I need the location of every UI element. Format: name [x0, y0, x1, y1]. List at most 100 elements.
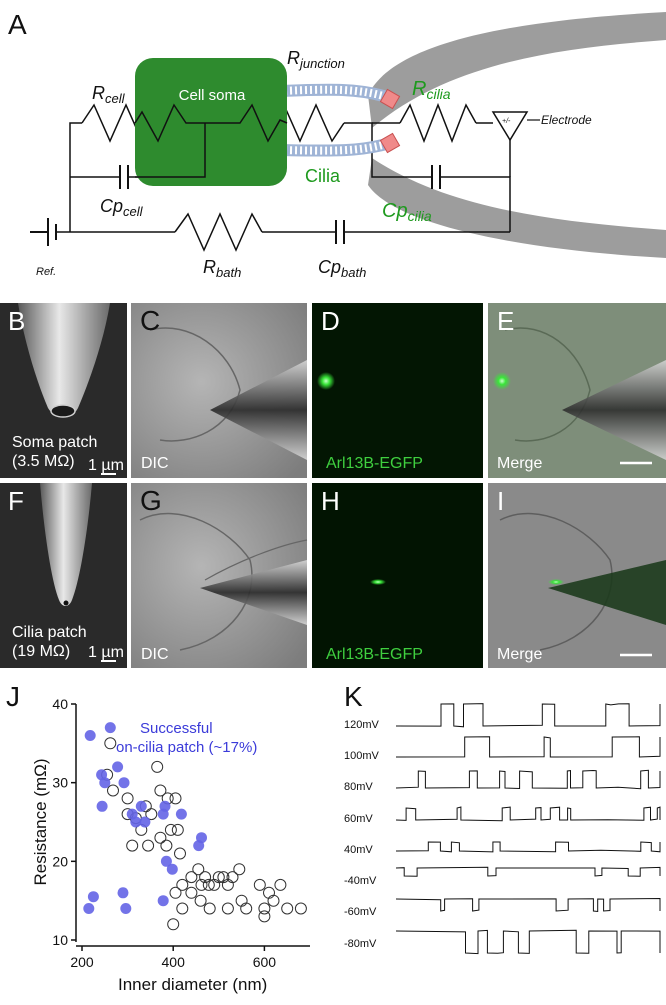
trace-label: 60mV [344, 813, 373, 825]
point-unsuccessful [202, 878, 215, 891]
cp-cilia-label: Cpcilia [382, 200, 432, 224]
r-cilia-label: Rcilia [412, 78, 451, 102]
panel-i: I Merge [488, 483, 666, 668]
trace-label: -60mV [344, 906, 377, 918]
point-success [130, 816, 142, 828]
point-success [135, 800, 147, 812]
point-unsuccessful [194, 894, 207, 907]
point-success [120, 903, 132, 914]
cilia-caption-2: (19 MΩ) [12, 643, 70, 660]
trace-label: -40mV [344, 875, 377, 887]
ref-label: Ref. [36, 266, 56, 278]
point-unsuccessful [142, 839, 155, 852]
amplifier-symbol [491, 111, 529, 142]
point-success [139, 816, 151, 828]
seal-lower [379, 132, 401, 154]
point-unsuccessful [195, 878, 208, 891]
point-unsuccessful [169, 886, 182, 899]
point-unsuccessful [267, 894, 280, 907]
dic-pipette-g [200, 560, 307, 625]
channel-trace [395, 897, 661, 913]
dic-label-g: DIC [141, 646, 169, 663]
cp-bath-label: Cpbath [318, 257, 366, 280]
cilium-fluor-i [548, 579, 564, 585]
point-success [104, 722, 116, 734]
point-success [157, 808, 169, 820]
point-unsuccessful [145, 808, 158, 821]
point-success [87, 891, 99, 903]
scale-label-f: 1 µm [88, 644, 124, 661]
y-tick-label: 10 [52, 932, 68, 948]
cilium-fluor-h [370, 579, 386, 585]
panel-e: E Merge [488, 303, 666, 478]
point-unsuccessful [253, 878, 266, 891]
panel-letter-k: K [344, 681, 363, 712]
dic-label-c: DIC [141, 455, 169, 472]
amp-sign-label: +/- [502, 118, 511, 125]
point-unsuccessful [192, 863, 205, 876]
panel-letter-a: A [8, 9, 27, 40]
point-unsuccessful [104, 737, 117, 750]
x-tick-label: 600 [253, 954, 277, 970]
x-axis-label: Inner diameter (nm) [118, 975, 267, 994]
panel-letter-j: J [6, 681, 20, 712]
pipette-upper [368, 12, 666, 128]
point-unsuccessful [176, 902, 189, 915]
soma-caption-1: Soma patch [12, 434, 97, 451]
channel-trace [395, 841, 661, 853]
point-unsuccessful [235, 894, 248, 907]
point-unsuccessful [185, 886, 198, 899]
y-tick-label: 20 [52, 853, 68, 869]
point-unsuccessful [154, 784, 167, 797]
x-tick-label: 200 [70, 954, 94, 970]
panel-d: D Arl13B-EGFP [312, 303, 483, 478]
point-unsuccessful [151, 760, 164, 773]
panel-b: B Soma patch (3.5 MΩ) 1 µm [0, 303, 127, 478]
point-unsuccessful [263, 886, 275, 899]
point-unsuccessful [160, 839, 173, 852]
point-success [84, 730, 96, 741]
channel-trace [395, 769, 661, 790]
point-unsuccessful [107, 784, 119, 797]
point-unsuccessful [212, 871, 225, 884]
point-unsuccessful [233, 863, 246, 876]
point-success [193, 840, 205, 852]
soma-caption-2: (3.5 MΩ) [12, 453, 75, 470]
scale-label-b: 1 µm [88, 457, 124, 474]
cilia-label: Cilia [305, 166, 341, 186]
electrode-label: Electrode [541, 113, 592, 127]
panel-h: H Arl13B-EGFP [312, 483, 483, 668]
point-unsuccessful [258, 902, 271, 915]
point-unsuccessful [203, 902, 216, 915]
point-success [157, 895, 169, 907]
point-success [96, 800, 108, 812]
arl-label-h: Arl13B-EGFP [326, 646, 423, 663]
cp-cell-label: Cpcell [100, 196, 144, 219]
x-tick-label: 400 [162, 954, 186, 970]
arl-label-d: Arl13B-EGFP [326, 455, 423, 472]
point-success [175, 808, 187, 820]
cilia-caption-1: Cilia patch [12, 624, 87, 641]
panel-c: C DIC [131, 303, 307, 478]
panel-letter-c: C [140, 305, 160, 336]
point-success [166, 863, 178, 875]
point-unsuccessful [185, 871, 198, 884]
point-unsuccessful [226, 871, 239, 884]
cell-soma-label: Cell soma [179, 87, 246, 104]
dic-pipette-e [562, 360, 666, 460]
channel-trace [395, 866, 661, 877]
point-success [83, 903, 95, 914]
point-unsuccessful [294, 902, 307, 915]
image-row-2: F Cilia patch (19 MΩ) 1 µm G DIC H Arl13… [0, 483, 666, 668]
point-unsuccessful [171, 823, 184, 836]
point-success [118, 777, 130, 789]
point-unsuccessful [126, 839, 139, 852]
point-unsuccessful [174, 847, 186, 860]
trace-label: 120mV [344, 719, 380, 731]
point-success [160, 855, 172, 867]
point-success [99, 777, 111, 789]
